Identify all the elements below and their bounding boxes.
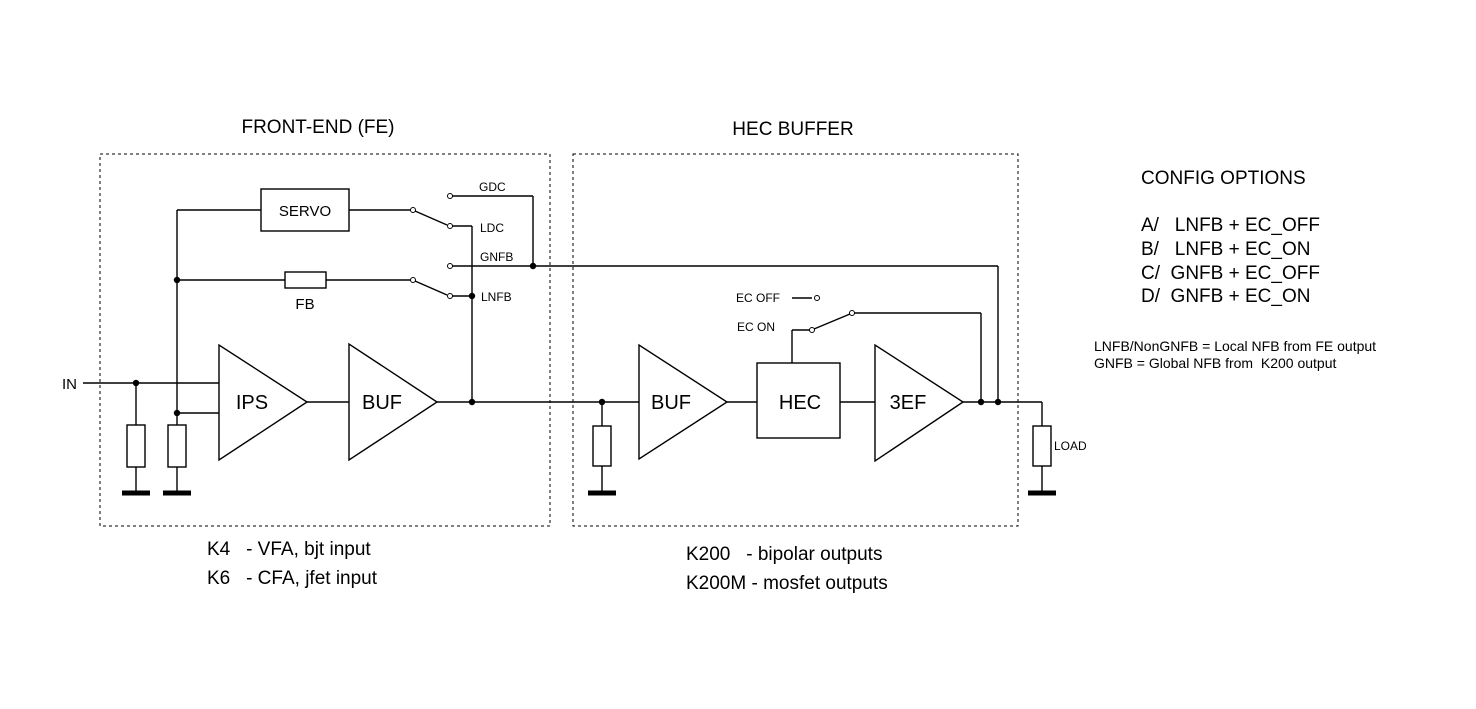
junction-dots — [132, 262, 1002, 417]
frontend-frame — [99, 153, 551, 527]
servo-block: SERVO — [260, 188, 350, 232]
wires — [83, 195, 1043, 426]
ips-amplifier: IPS — [218, 343, 309, 462]
hec-input-resistor — [588, 425, 616, 496]
config-option-a: A/ LNFB + EC_OFF — [1141, 215, 1320, 236]
fe-buffer-amplifier: BUF — [348, 342, 439, 462]
dc-servo-switch[interactable] — [410, 193, 453, 229]
load-resistor — [1028, 425, 1056, 496]
svg-text:BUF: BUF — [362, 392, 402, 414]
config-option-d: D/ GNFB + EC_ON — [1141, 286, 1310, 307]
svg-text:BUF: BUF — [651, 392, 691, 414]
config-options-panel: CONFIG OPTIONS A/ LNFB + EC_OFF B/ LNFB … — [1094, 168, 1376, 371]
input-resistor — [122, 424, 150, 496]
lnfb-label: LNFB — [481, 290, 512, 304]
input-label: IN — [62, 376, 77, 393]
fe-variant-k4: K4 - VFA, bjt input — [207, 539, 371, 560]
config-note-lnfb: LNFB/NonGNFB = Local NFB from FE output — [1094, 338, 1376, 354]
config-option-b: B/ LNFB + EC_ON — [1141, 239, 1310, 260]
svg-text:3EF: 3EF — [890, 392, 927, 414]
fe-variant-k6: K6 - CFA, jfet input — [207, 568, 378, 589]
feedback-shunt-resistor — [163, 424, 191, 496]
gdc-label: GDC — [479, 180, 506, 194]
fb-resistor: FB — [284, 271, 327, 313]
svg-text:IPS: IPS — [236, 392, 268, 414]
config-option-c: C/ GNFB + EC_OFF — [1141, 263, 1320, 284]
svg-text:SERVO: SERVO — [279, 203, 331, 220]
hec-buffer-frame — [572, 153, 1019, 527]
gnfb-label: GNFB — [480, 250, 513, 264]
ec-on-label: EC ON — [737, 320, 775, 334]
ec-switch[interactable] — [809, 295, 855, 333]
config-title: CONFIG OPTIONS — [1141, 168, 1306, 189]
config-note-gnfb: GNFB = Global NFB from K200 output — [1094, 355, 1336, 371]
ec-off-label: EC OFF — [736, 291, 780, 305]
frontend-title: FRONT-END (FE) — [241, 117, 394, 138]
load-label: LOAD — [1054, 439, 1087, 453]
hec-buffer-amplifier: BUF — [638, 343, 729, 461]
svg-text:HEC: HEC — [779, 392, 821, 414]
nfb-switch[interactable] — [410, 263, 453, 299]
3ef-output-stage: 3EF — [874, 343, 965, 463]
hec-variant-k200m: K200M - mosfet outputs — [686, 573, 888, 594]
hec-variant-k200: K200 - bipolar outputs — [686, 544, 882, 565]
hec-buffer-title: HEC BUFFER — [732, 119, 853, 140]
svg-text:FB: FB — [295, 296, 314, 313]
hec-block: HEC — [756, 362, 841, 439]
ldc-label: LDC — [480, 221, 504, 235]
